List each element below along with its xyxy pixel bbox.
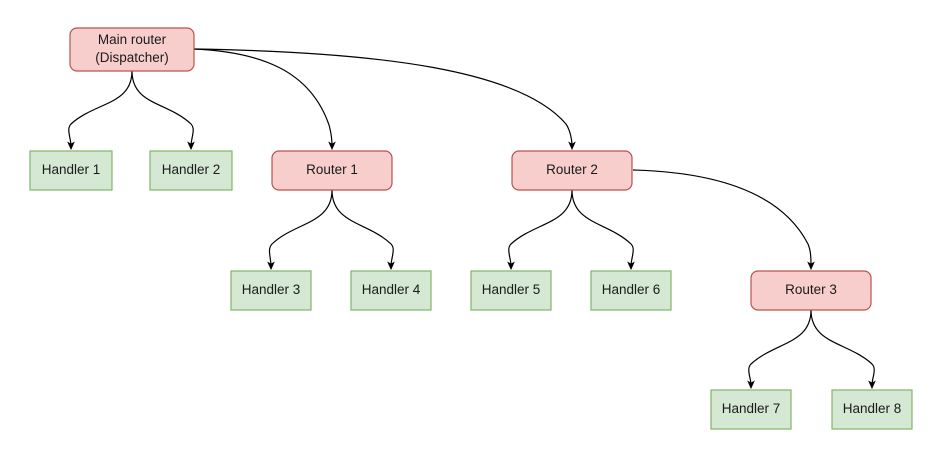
edge-main-to-router-1: [193, 48, 336, 151]
node-handler-8[interactable]: Handler 8: [831, 389, 913, 430]
handler-3-shape[interactable]: [230, 270, 312, 311]
nodes-layer: Main router (Dispatcher) Handler 1 Handler …: [29, 27, 913, 430]
handler-1-shape[interactable]: [29, 150, 113, 191]
handler-6-label: Handler 6: [602, 282, 661, 297]
node-main-router[interactable]: Main router (Dispatcher): [69, 27, 195, 72]
node-router-2[interactable]: Router 2: [511, 150, 633, 191]
node-handler-7[interactable]: Handler 7: [710, 389, 792, 430]
main-router-shape[interactable]: [69, 27, 195, 72]
edge-router-2-to-handler-5: [507, 189, 573, 271]
node-handler-2[interactable]: Handler 2: [149, 150, 233, 191]
node-handler-4[interactable]: Handler 4: [350, 270, 432, 311]
edge-main-to-router-2: [193, 48, 576, 151]
handler-7-shape[interactable]: [710, 389, 792, 430]
edge-router-3-to-handler-8: [810, 309, 876, 390]
node-handler-3[interactable]: Handler 3: [230, 270, 312, 311]
handler-4-shape[interactable]: [350, 270, 432, 311]
router-3-shape[interactable]: [750, 270, 872, 311]
handler-6-shape[interactable]: [590, 270, 672, 311]
handler-4-label: Handler 4: [362, 282, 421, 297]
handler-5-label: Handler 5: [482, 282, 541, 297]
router-2-label: Router 2: [546, 162, 598, 177]
handler-8-shape[interactable]: [831, 389, 913, 430]
router-1-shape[interactable]: [271, 150, 393, 191]
handler-8-label: Handler 8: [843, 401, 902, 416]
node-handler-1[interactable]: Handler 1: [29, 150, 113, 191]
router-2-shape[interactable]: [511, 150, 633, 191]
handler-1-label: Handler 1: [42, 162, 101, 177]
handler-2-shape[interactable]: [149, 150, 233, 191]
edge-router-1-to-handler-4: [331, 189, 395, 271]
node-router-1[interactable]: Router 1: [271, 150, 393, 191]
edge-router-1-to-handler-3: [267, 189, 333, 271]
handler-3-label: Handler 3: [242, 282, 301, 297]
edge-router-2-to-handler-6: [571, 189, 635, 271]
node-handler-5[interactable]: Handler 5: [470, 270, 552, 311]
node-handler-6[interactable]: Handler 6: [590, 270, 672, 311]
edge-router-2-to-router-3: [632, 169, 815, 271]
router-1-label: Router 1: [306, 162, 358, 177]
edge-router-3-to-handler-7: [747, 309, 812, 390]
edge-main-to-handler-2: [131, 70, 195, 151]
edge-main-to-handler-1: [67, 70, 133, 151]
handler-7-label: Handler 7: [722, 401, 781, 416]
edges-layer: [67, 48, 876, 390]
main-router-label: Main router: [98, 32, 167, 47]
node-router-3[interactable]: Router 3: [750, 270, 872, 311]
router-3-label: Router 3: [785, 282, 837, 297]
main-router-label-secondary: (Dispatcher): [95, 50, 169, 65]
handler-2-label: Handler 2: [162, 162, 221, 177]
handler-5-shape[interactable]: [470, 270, 552, 311]
